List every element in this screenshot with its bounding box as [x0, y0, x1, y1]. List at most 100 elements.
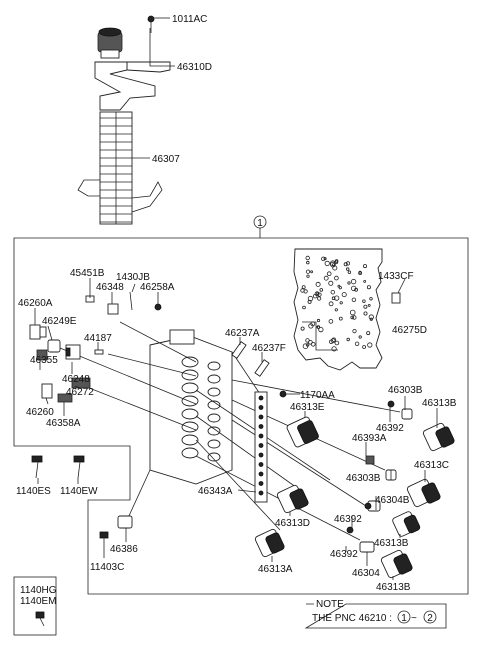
label-46248: 46248	[62, 374, 90, 385]
part-46258A	[154, 303, 162, 311]
oring-46392-1	[387, 400, 395, 408]
label-44187: 44187	[84, 333, 112, 344]
label-46237F: 46237F	[252, 343, 286, 354]
part-46348	[107, 303, 119, 315]
plate-hole	[316, 296, 322, 301]
label-45451B: 45451B	[70, 268, 105, 279]
bolt-1011AC-head	[147, 15, 155, 23]
plate-hole	[303, 289, 308, 294]
harness-rungs	[100, 117, 132, 223]
solenoid-46313B-upper	[422, 422, 455, 452]
note-ref-end-circle	[423, 610, 437, 624]
harness-wire-left	[77, 179, 100, 197]
bolt-1140ES-shank	[35, 461, 39, 479]
note-ref-start-circle	[397, 610, 411, 624]
bolt-1140HG-shank	[39, 617, 45, 627]
label-1011AC: 1011AC	[172, 14, 207, 25]
valve-bore	[207, 400, 221, 410]
plate-hole	[354, 341, 360, 346]
plate-hole	[367, 303, 371, 307]
valve-bore	[207, 426, 221, 436]
label-1170AA: 1170AA	[300, 390, 335, 401]
plate-hole	[363, 279, 367, 283]
valve-bore	[207, 374, 221, 384]
spool-rod	[107, 353, 197, 377]
note-ref-start: 1	[401, 613, 407, 624]
oring-46392-2	[364, 502, 372, 510]
label-1140EM: 1140EM	[20, 596, 57, 607]
spool-rod	[231, 379, 401, 413]
plate-hole	[315, 281, 321, 287]
note-box: NOTE THE PNC 46210 : 1 ~ 2	[304, 599, 447, 629]
note-text: THE PNC 46210 :	[312, 613, 392, 624]
label-46237A: 46237A	[225, 328, 260, 339]
label-46275D: 46275D	[392, 325, 427, 336]
label-11403C: 11403C	[90, 562, 124, 573]
plate-hole	[346, 267, 350, 271]
plate-hole	[350, 278, 357, 285]
label-46310D: 46310D	[177, 62, 212, 73]
strip-pins	[258, 395, 264, 496]
plate-hole	[331, 296, 336, 301]
plate-hole	[346, 337, 350, 342]
harness-wire-right	[131, 181, 163, 213]
valve-bore	[181, 356, 199, 368]
plate-hole	[334, 275, 339, 281]
assembly-boundary: 1	[13, 215, 469, 595]
spool-rod	[195, 439, 281, 531]
plate-hole	[334, 295, 340, 301]
plate-hole	[338, 316, 343, 321]
bolt-1433CF	[391, 292, 401, 304]
label-46313B-upper: 46313B	[422, 398, 457, 409]
plate-outline	[293, 248, 383, 371]
strip-pin	[258, 443, 264, 448]
pin-46237F	[254, 359, 270, 377]
valve-bores	[181, 356, 221, 462]
valve-bore	[181, 447, 199, 459]
bolt-11403C	[99, 531, 109, 539]
strip-pin	[258, 405, 264, 410]
plate-hole	[316, 318, 321, 323]
solenoid-46313B-middle	[392, 511, 421, 537]
plate-hole	[301, 285, 306, 290]
bolt-1140EW-head	[73, 455, 85, 463]
bolts-bottom-left	[13, 455, 133, 636]
part-46249E	[47, 339, 61, 353]
strip-pin	[258, 395, 264, 401]
label-46313C: 46313C	[414, 460, 449, 471]
label-46392-2: 46392	[334, 514, 362, 525]
plate-hole	[366, 285, 371, 290]
bolt-1140ES-head	[31, 455, 43, 463]
plate-hole	[369, 297, 373, 301]
valve-link-a	[231, 351, 261, 395]
label-1140HG: 1140HG	[20, 585, 57, 596]
plate-hole	[321, 256, 326, 261]
part-46358A	[57, 393, 73, 403]
note-ref-end: 2	[427, 613, 433, 624]
part-46393A	[365, 455, 375, 465]
plate-holes	[300, 255, 374, 352]
label-46313B-middle: 46313B	[374, 538, 409, 549]
spool-rod	[73, 381, 197, 431]
plate-hole	[362, 299, 366, 303]
label-46260: 46260	[26, 407, 54, 418]
valve-bore	[207, 387, 221, 397]
plate-hole	[330, 290, 335, 295]
label-1430JB: 1430JB	[116, 272, 150, 283]
valve-bore	[207, 361, 221, 371]
label-46343A: 46343A	[198, 486, 233, 497]
solenoid-46313B-lower	[380, 549, 413, 579]
spool-rod	[127, 469, 151, 519]
strip-pin	[258, 433, 264, 439]
plate-hole	[316, 291, 320, 295]
valve-bore	[207, 439, 221, 449]
plate-hole	[349, 309, 356, 316]
plate-hole	[363, 311, 368, 316]
plate-hole	[351, 297, 357, 302]
plate-hole	[332, 265, 338, 271]
label-46249E: 46249E	[42, 316, 77, 327]
oring-46392-3	[346, 526, 354, 534]
part-44187	[94, 349, 104, 355]
plate-hole	[316, 325, 321, 329]
